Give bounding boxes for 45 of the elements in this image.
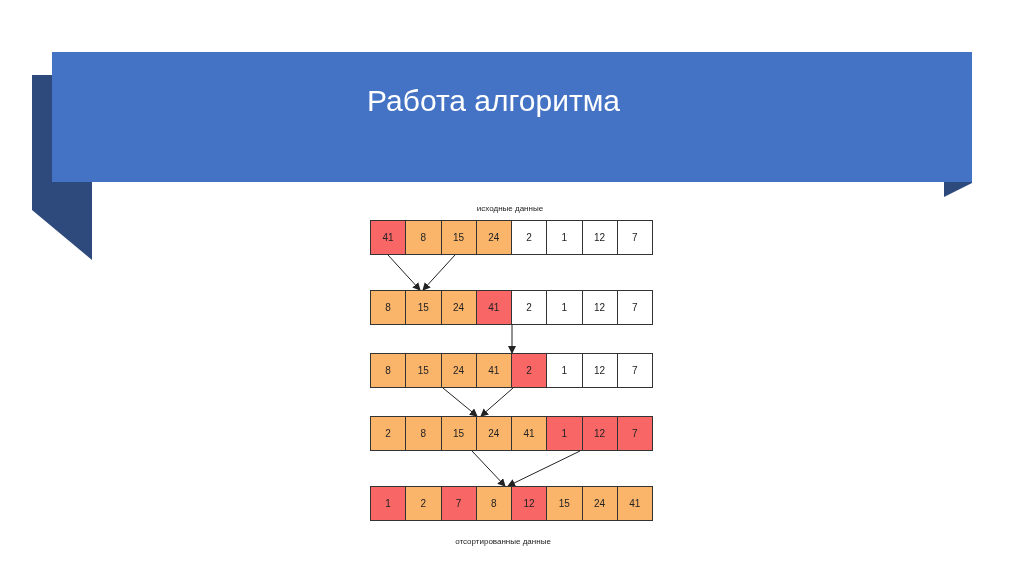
- array-cell: 1: [546, 353, 583, 388]
- arrow: [480, 387, 514, 417]
- array-cell: 24: [581, 486, 618, 521]
- array-cell: 7: [616, 353, 653, 388]
- array-cell: 1: [546, 290, 583, 325]
- array-cell: 12: [581, 220, 618, 255]
- array-cell: 8: [370, 353, 407, 388]
- array-cell: 12: [511, 486, 548, 521]
- array-cell: 8: [405, 220, 442, 255]
- array-cell: 1: [546, 416, 583, 451]
- caption-text: исходные данные: [476, 204, 544, 213]
- array-cell: 12: [581, 416, 618, 451]
- arrow: [422, 254, 456, 291]
- array-cell: 1: [370, 486, 407, 521]
- array-cell: 2: [511, 290, 548, 325]
- arrow: [507, 450, 581, 487]
- array-cell: 7: [616, 220, 653, 255]
- array-cell: 7: [616, 416, 653, 451]
- array-cell: 41: [616, 486, 653, 521]
- array-cell: 15: [546, 486, 583, 521]
- array-cell: 24: [440, 290, 477, 325]
- slide-title: Работа алгоритма: [367, 84, 620, 118]
- array-cell: 15: [405, 290, 442, 325]
- array-cell: 7: [616, 290, 653, 325]
- array-cell: 2: [370, 416, 407, 451]
- array-cell: 8: [405, 416, 442, 451]
- array-cell: 2: [511, 220, 548, 255]
- array-cell: 24: [440, 353, 477, 388]
- caption-text: отсортированные данные: [455, 537, 551, 546]
- arrow: [508, 324, 516, 354]
- array-cell: 41: [370, 220, 407, 255]
- array-cell: 2: [405, 486, 442, 521]
- array-cell: 15: [440, 416, 477, 451]
- array-cell: 12: [581, 290, 618, 325]
- arrow: [442, 387, 478, 417]
- array-cell: 12: [581, 353, 618, 388]
- array-cell: 1: [546, 220, 583, 255]
- array-cell: 7: [440, 486, 477, 521]
- array-cell: 2: [511, 353, 548, 388]
- array-cell: 15: [440, 220, 477, 255]
- array-cell: 15: [405, 353, 442, 388]
- arrow: [387, 254, 421, 291]
- array-cell: 8: [370, 290, 407, 325]
- array-cell: 41: [511, 416, 548, 451]
- arrow: [471, 450, 506, 487]
